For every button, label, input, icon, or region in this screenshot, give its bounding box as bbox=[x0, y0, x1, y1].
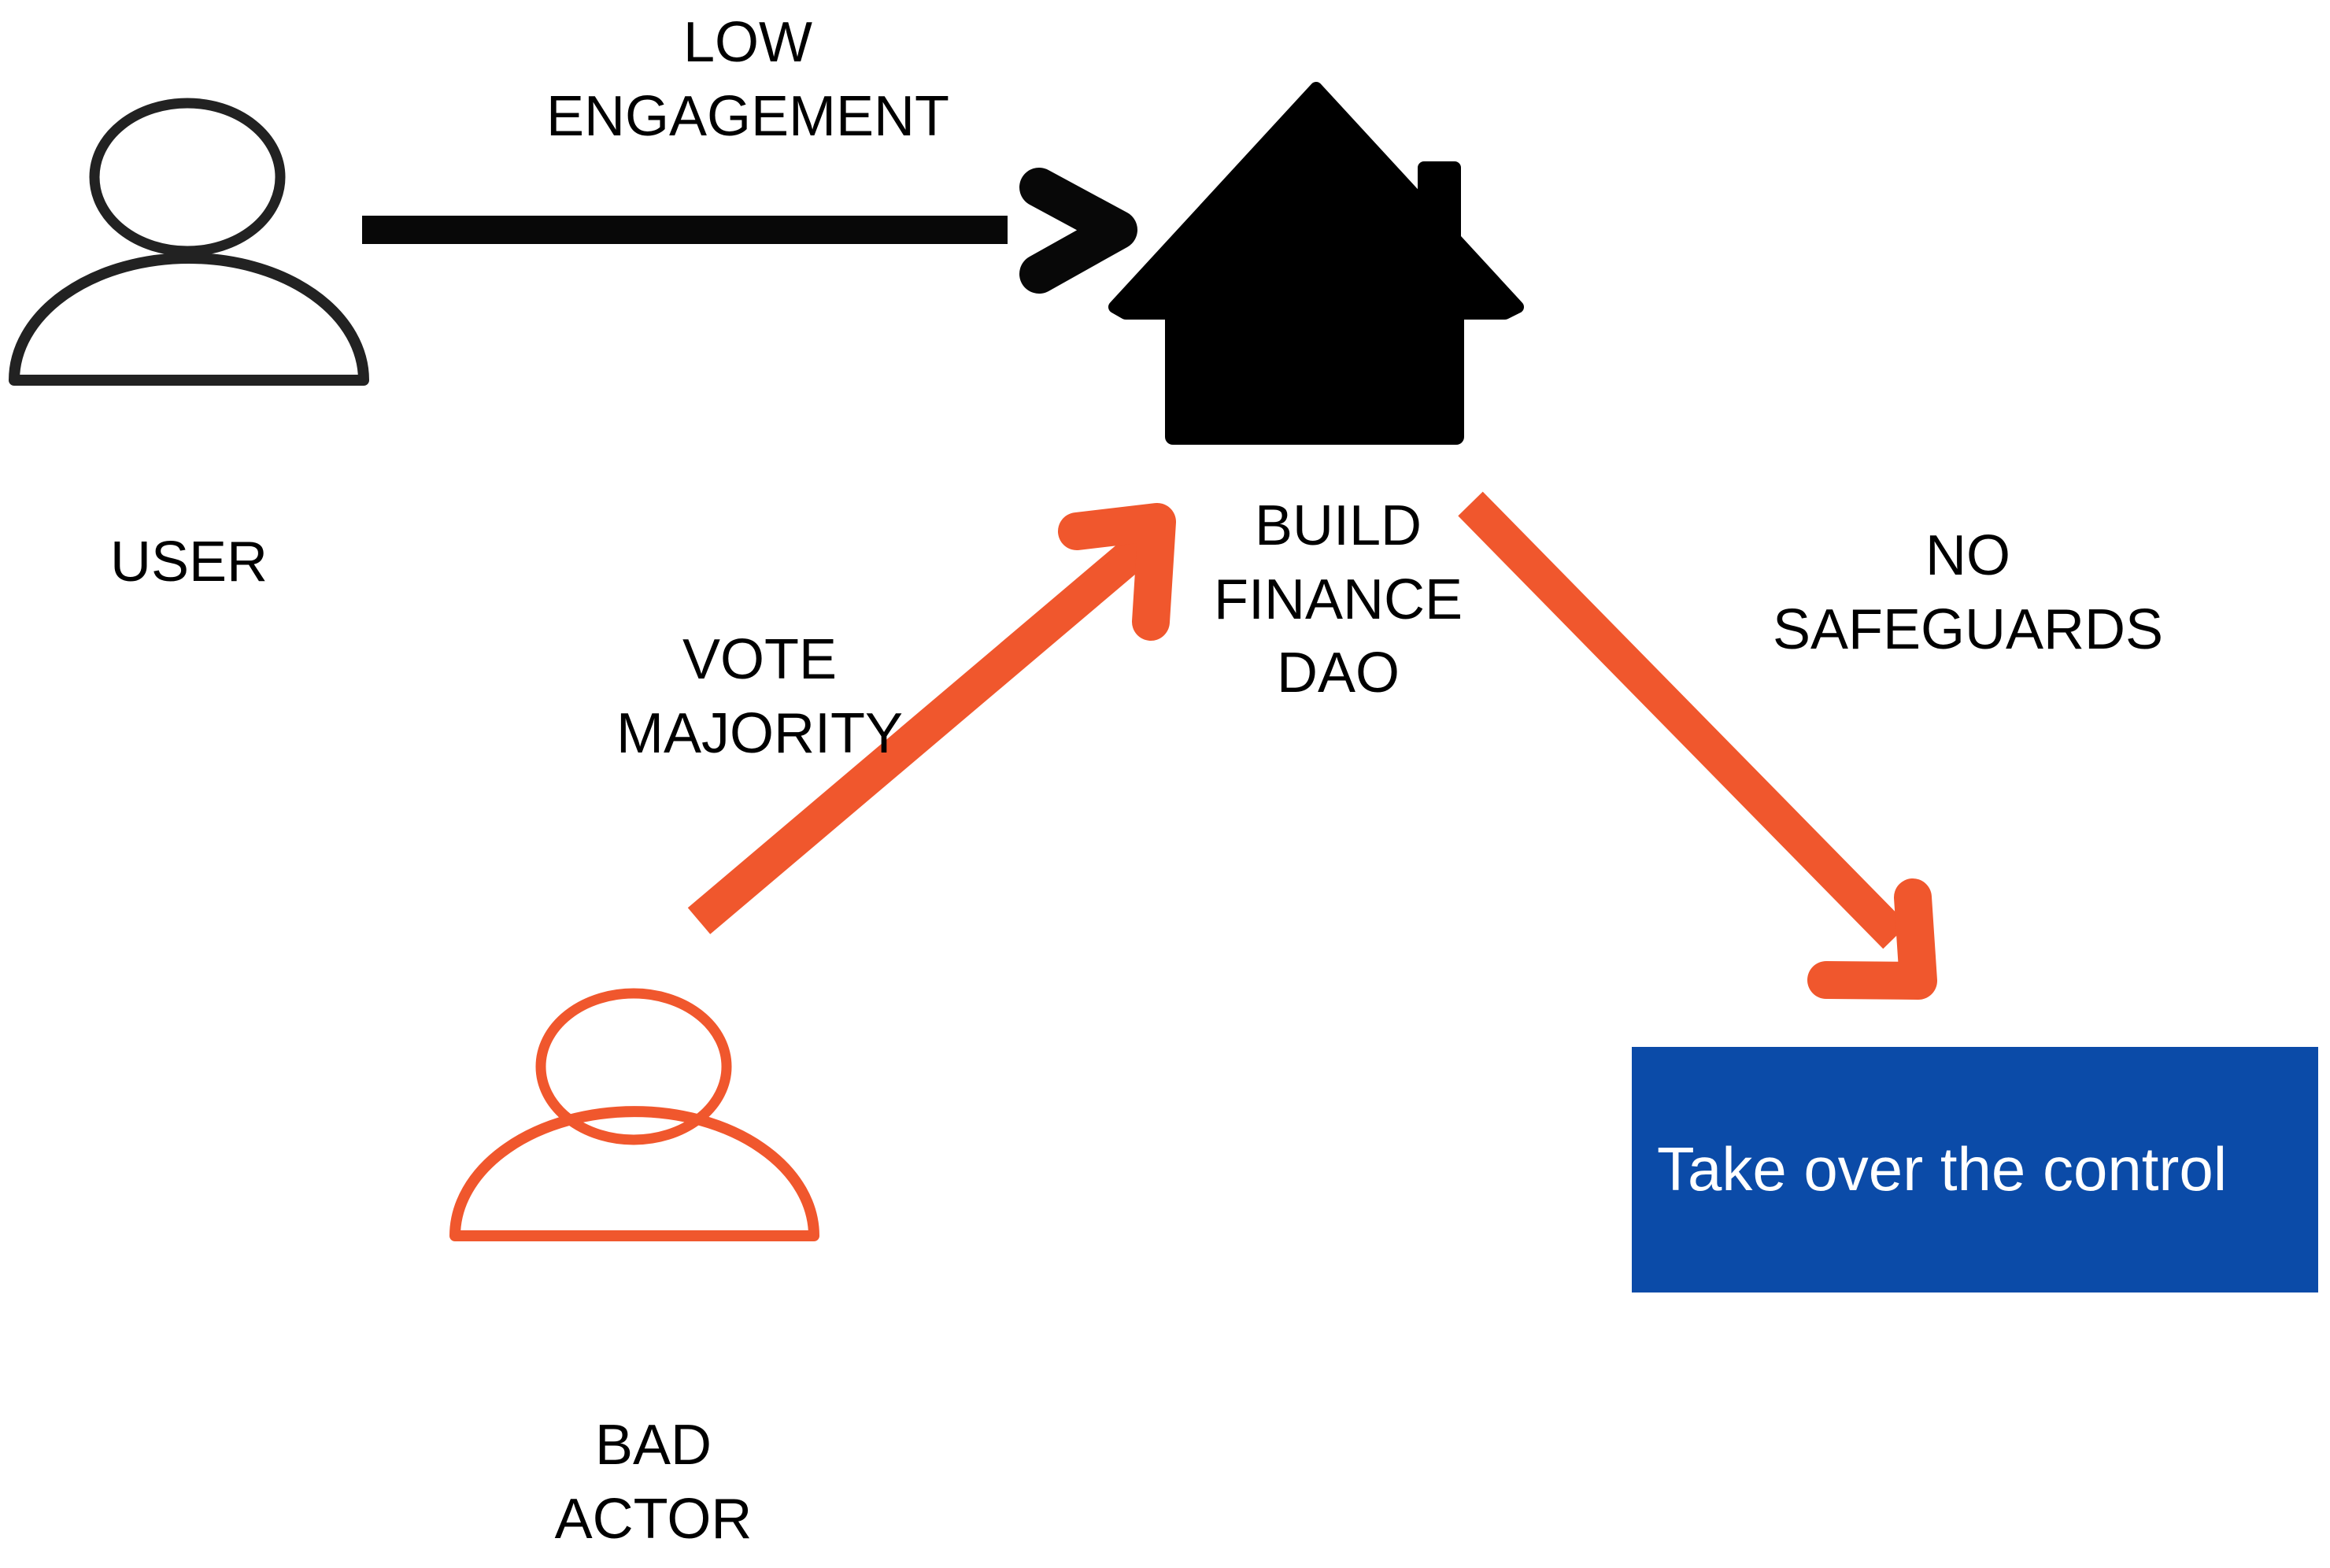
node-label-build-finance-dao: BUILD FINANCE DAO bbox=[1213, 494, 1463, 705]
take-over-control-box: Take over the control bbox=[1632, 1047, 2318, 1292]
user-icon bbox=[9, 98, 369, 386]
edge-label-no-safeguards: NO SAFEGUARDS bbox=[1772, 524, 2164, 661]
vote-majority-arrow bbox=[687, 503, 1176, 934]
edge-label-vote-majority: VOTE MAJORITY bbox=[616, 628, 903, 765]
edge-label-low-engagement: LOW ENGAGEMENT bbox=[546, 11, 950, 148]
house-icon bbox=[1108, 82, 1524, 445]
no-safeguards-arrow bbox=[1458, 491, 1937, 1000]
low-engagement-arrow bbox=[362, 168, 1137, 294]
node-label-user: USER bbox=[109, 531, 268, 594]
node-label-bad-actor: BAD ACTOR bbox=[554, 1414, 753, 1551]
take-over-control-label: Take over the control bbox=[1657, 1134, 2228, 1204]
bad-actor-icon bbox=[449, 988, 819, 1241]
